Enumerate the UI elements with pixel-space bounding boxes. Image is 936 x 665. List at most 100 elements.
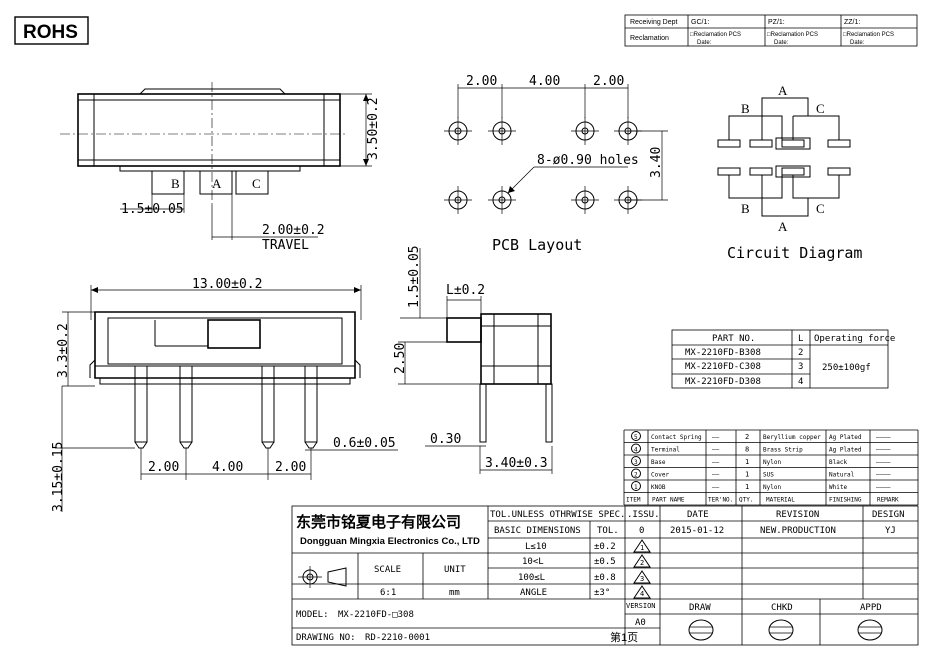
draw-stamp	[688, 619, 714, 641]
bom-part-name: Base	[651, 459, 666, 466]
bom-finishing: Black	[829, 459, 847, 466]
tol-title: TOL.UNLESS OTHRWISE SPEC.	[490, 510, 625, 520]
tol-row-2-val: ±0.5	[594, 557, 616, 567]
pcb-hole	[488, 117, 516, 145]
part-header-force: Operating force	[814, 334, 895, 344]
bom-item-no: 4	[634, 447, 638, 454]
receiving-zz: ZZ/1:	[844, 19, 860, 26]
rev-date: 2015-01-12	[670, 526, 724, 536]
bom-remark: ————	[876, 447, 891, 454]
circuit-a-top: A	[778, 83, 788, 98]
reclamation-date-1: Date:	[697, 40, 712, 46]
rev-mark-3: 3	[633, 570, 651, 584]
end-thickness: 0.30	[430, 432, 461, 447]
receiving-pz: PZ/1:	[768, 19, 785, 26]
rev-mark-1: 1	[633, 539, 651, 553]
circuit-title: Circuit Diagram	[727, 244, 862, 262]
reclamation-pcs-1: □Reclamation PCS	[690, 32, 741, 38]
bom-qty: 2	[745, 433, 749, 441]
pcb-hole	[571, 186, 599, 214]
company-en: Dongguan Mingxia Electronics Co., LTD	[300, 536, 480, 547]
bom-finishing: White	[829, 484, 847, 491]
revision-header: REVISION	[776, 510, 819, 520]
scale-label: SCALE	[374, 565, 401, 575]
designer: YJ	[885, 526, 896, 536]
pcb-height-dim: 3.40	[649, 147, 664, 178]
appd-stamp	[857, 619, 883, 641]
pcb-hole	[444, 117, 472, 145]
receiving-table: Receiving Dept GC/1: PZ/1: ZZ/1: Reclama…	[624, 14, 918, 47]
circuit-c-bot: C	[816, 201, 825, 216]
bom-remark: ————	[876, 434, 891, 441]
rev-description: NEW.PRODUCTION	[760, 526, 836, 536]
circuit-b-bot: B	[741, 201, 750, 216]
part-row-2-l: 3	[798, 362, 803, 372]
svg-text:2: 2	[640, 559, 644, 567]
pcb-dim-3: 2.00	[593, 74, 624, 89]
bom-part-name: KNOB	[651, 484, 666, 491]
bom-header: FINISHING	[829, 497, 862, 504]
side-height-dim: 3.50±0.2	[366, 97, 381, 160]
end-body-height: 2.50	[393, 343, 408, 374]
bom-header: PART NAME	[652, 497, 685, 504]
bom-ter-no: ——	[712, 459, 720, 466]
reclamation-pcs-3: □Reclamation PCS	[843, 32, 894, 38]
unit-value: mm	[449, 588, 460, 598]
bom-finishing: Ag Plated	[829, 447, 862, 454]
tol-row-1-val: ±0.2	[594, 542, 616, 552]
rev-mark-2: 2	[633, 554, 651, 568]
drawing-no-label: DRAWING NO:	[296, 633, 356, 643]
receiving-gc: GC/1:	[691, 19, 709, 26]
bom-header: QTY.	[739, 497, 753, 504]
pcb-title: PCB Layout	[492, 236, 582, 254]
bom-item-no: 3	[634, 459, 638, 466]
part-header-l: L	[798, 334, 803, 344]
receiving-dept: Receiving Dept	[630, 19, 678, 26]
svg-text:3: 3	[640, 575, 644, 583]
tol-row-2-dim: 10<L	[522, 557, 544, 567]
scale-value: 6:1	[380, 588, 396, 598]
appd-header: APPD	[860, 603, 882, 613]
chkd-stamp	[768, 619, 794, 641]
bom-header: TER'NO.	[708, 497, 733, 504]
rev-mark-4: 4	[633, 585, 651, 599]
version-value: A0	[635, 618, 646, 628]
bom-item-no: 1	[634, 484, 638, 491]
travel-label: TRAVEL	[262, 238, 309, 253]
bom-item-circle	[631, 456, 641, 466]
tol-row-3-dim: 100≤L	[518, 573, 545, 583]
front-height-dim: 3.3±0.2	[56, 323, 71, 378]
bom-qty: 1	[745, 483, 749, 491]
pcb-hole	[444, 186, 472, 214]
bom-finishing: Ag Plated	[829, 434, 862, 441]
rohs-box	[14, 16, 89, 45]
circuit-diagram: A B C B C A Circuit Diagram	[717, 83, 862, 262]
part-row-2-no: MX-2210FD-C308	[685, 362, 761, 372]
bom-remark: ————	[876, 472, 891, 479]
bom-part-name: Cover	[651, 472, 669, 479]
side-label-a: A	[212, 176, 222, 191]
tol-row-4-dim: ANGLE	[520, 588, 547, 598]
chkd-header: CHKD	[771, 603, 793, 613]
part-row-3-l: 4	[798, 377, 803, 387]
reclamation-label: Reclamation	[630, 35, 669, 42]
issu-header: .ISSU.	[627, 510, 660, 520]
bom-ter-no: ——	[712, 484, 720, 491]
bom-qty: 1	[745, 471, 749, 479]
pcb-dim-1: 2.00	[466, 74, 497, 89]
pcb-hole	[571, 117, 599, 145]
reclamation-date-3: Date:	[850, 40, 865, 46]
tol-row-3-val: ±0.8	[594, 573, 616, 583]
tol-row-1-dim: L≤10	[525, 542, 547, 552]
tol-row-4-val: ±3°	[594, 588, 610, 598]
page-number: 第1页	[610, 630, 638, 644]
bom-material: Nylon	[763, 484, 781, 491]
part-row-3-no: MX-2210FD-D308	[685, 377, 761, 387]
bom-ter-no: ——	[712, 434, 720, 441]
side-label-c: C	[252, 176, 261, 191]
front-pitch-3: 2.00	[275, 460, 306, 475]
side-pitch-dim: 1.5±0.05	[121, 202, 184, 217]
unit-label: UNIT	[444, 565, 466, 575]
bom-header: REMARK	[877, 497, 899, 504]
part-force: 250±100gf	[822, 363, 871, 373]
